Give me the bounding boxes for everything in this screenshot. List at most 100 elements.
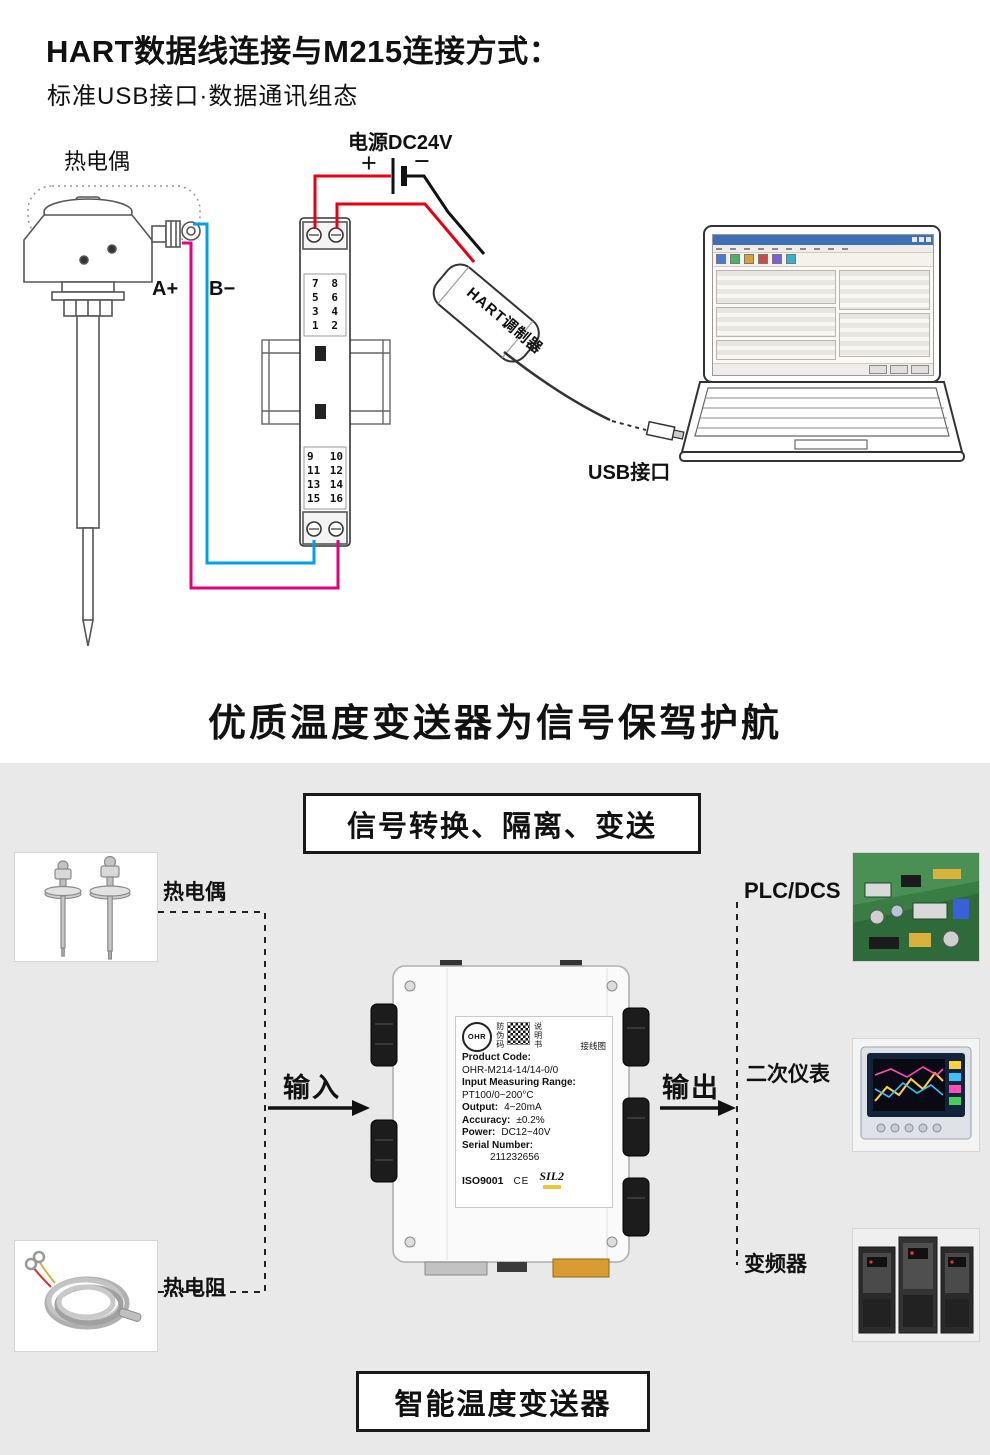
wire-black-hart — [406, 174, 486, 255]
terminal-row: 1 2 — [303, 319, 347, 333]
accuracy-label: Accuracy: — [462, 1114, 511, 1126]
wire-red-hart — [335, 202, 476, 263]
product-code-label: Product Code: — [462, 1052, 531, 1063]
source-label-thermocouple: 热电偶 — [163, 881, 226, 904]
output-spec-label: Output: — [462, 1102, 499, 1113]
target-label-plc-dcs: PLC/DCS — [744, 878, 841, 903]
terminal-number: 6 — [331, 291, 338, 304]
terminal-a-label: A+ — [152, 278, 179, 300]
thermocouple-drawing — [23, 185, 201, 647]
terminal-number: 8 — [331, 277, 338, 290]
page-subtitle: 标准USB接口·数据通讯组态 — [47, 83, 359, 110]
side-clips — [370, 1003, 650, 1237]
terminal-row: 3 4 — [303, 305, 347, 319]
accuracy-value: ±0.2% — [516, 1114, 545, 1126]
software-statusbar — [713, 362, 933, 375]
software-menubar — [713, 244, 933, 254]
thermocouple-image — [44, 855, 131, 960]
serial-label: Serial Number: — [462, 1139, 534, 1151]
power-spec-label: Power: — [462, 1127, 496, 1138]
terminal-number: 12 — [329, 464, 343, 477]
software-left-panel — [716, 269, 836, 360]
range-value: PT100/0~200°C — [462, 1089, 534, 1101]
instrument-image — [853, 1039, 979, 1151]
wire-red-supply — [313, 174, 391, 229]
terminal-number: 10 — [329, 450, 343, 463]
source-label-rtd: 热电阻 — [163, 1277, 226, 1300]
footer-banner: 智能温度变送器 — [356, 1371, 650, 1432]
terminal-b-label: B− — [209, 278, 236, 300]
output-label: 输出 — [662, 1073, 720, 1103]
terminal-row: 5 6 — [303, 291, 347, 305]
thermocouple-label: 热电偶 — [64, 149, 131, 174]
product-code-value: OHR-M214-14/14-0/0 — [462, 1064, 559, 1076]
sil-badge: SIL2 — [539, 1169, 564, 1189]
inverter-image — [853, 1229, 979, 1341]
product-label-header: OHR 防伪码 说明书 接线图 — [462, 1022, 606, 1052]
certifications-row: ISO9001 CE SIL2 — [462, 1169, 606, 1189]
terminal-row: 13 14 — [303, 478, 347, 492]
brand-logo: OHR — [462, 1022, 492, 1052]
manual-tag: 说明书 — [533, 1022, 543, 1049]
software-right-panel — [838, 269, 930, 360]
terminal-number: 15 — [307, 492, 321, 505]
sil-cert: SIL2 — [539, 1168, 565, 1183]
rtd-image — [24, 1250, 142, 1330]
hart-modulator-drawing — [432, 263, 540, 363]
input-arrow-head — [352, 1100, 370, 1116]
usb-plug — [645, 420, 685, 441]
terminal-row: 15 16 — [303, 492, 347, 506]
inverter-photo — [852, 1228, 980, 1342]
software-titlebar — [713, 235, 933, 245]
ce-mark: CE — [513, 1176, 530, 1187]
terminal-number: 3 — [312, 305, 319, 318]
power-spec-value: DC12~40V — [501, 1127, 551, 1138]
software-toolbar — [713, 253, 933, 267]
section-headline: 优质温度变送器为信号保驾护航 — [207, 703, 782, 745]
output-spec-value: 4~20mA — [504, 1102, 542, 1113]
wiring-diagram-tag: 接线图 — [580, 1041, 606, 1052]
terminal-numbers-top: 7 8 5 6 3 4 1 2 — [303, 277, 347, 333]
instrument-photo — [852, 1038, 980, 1152]
terminal-number: 11 — [307, 464, 321, 477]
minus-sign: − — [414, 146, 430, 176]
input-label: 输入 — [283, 1073, 341, 1103]
terminal-number: 5 — [312, 291, 319, 304]
terminal-number: 16 — [329, 492, 343, 505]
plc-dcs-image — [853, 853, 979, 961]
usb-port-label: USB接口 — [588, 462, 671, 484]
antifake-tag: 防伪码 — [495, 1022, 505, 1049]
power-supply-symbol — [391, 158, 407, 194]
qr-code — [506, 1022, 530, 1045]
terminal-number: 9 — [307, 450, 314, 463]
thermocouple-photo — [14, 852, 158, 962]
software-body — [713, 266, 933, 363]
power-label: 电源DC24V — [348, 132, 453, 154]
plc-dcs-photo — [852, 852, 980, 962]
sil-mark-icon — [542, 1184, 561, 1189]
terminal-row: 11 12 — [303, 464, 347, 478]
pc-software-window — [712, 234, 934, 376]
terminal-number: 2 — [331, 319, 338, 332]
plus-sign: + — [361, 148, 377, 178]
terminal-numbers-bottom: 9 10 11 12 13 14 15 16 — [303, 450, 347, 506]
wire-blue — [193, 222, 316, 565]
terminal-number: 13 — [307, 478, 321, 491]
iso-cert: ISO9001 — [462, 1175, 504, 1188]
terminal-row: 9 10 — [303, 450, 347, 464]
range-label: Input Measuring Range: — [462, 1077, 576, 1088]
signal-banner: 信号转换、隔离、变送 — [303, 793, 701, 854]
left-dashed-connector — [158, 911, 266, 1293]
serial-value: 211232656 — [490, 1152, 540, 1163]
hart-usb-cable — [503, 351, 611, 422]
target-label-inverter: 变频器 — [744, 1253, 807, 1276]
page-title: HART数据线连接与M215连接方式： — [46, 34, 561, 69]
terminal-number: 1 — [312, 319, 319, 332]
wire-magenta — [182, 241, 340, 590]
transmitter-module-drawing — [299, 217, 351, 547]
terminal-row: 7 8 — [303, 277, 347, 291]
flow-connectors — [158, 902, 738, 1293]
rtd-photo — [14, 1240, 158, 1352]
target-label-instrument: 二次仪表 — [746, 1063, 830, 1086]
